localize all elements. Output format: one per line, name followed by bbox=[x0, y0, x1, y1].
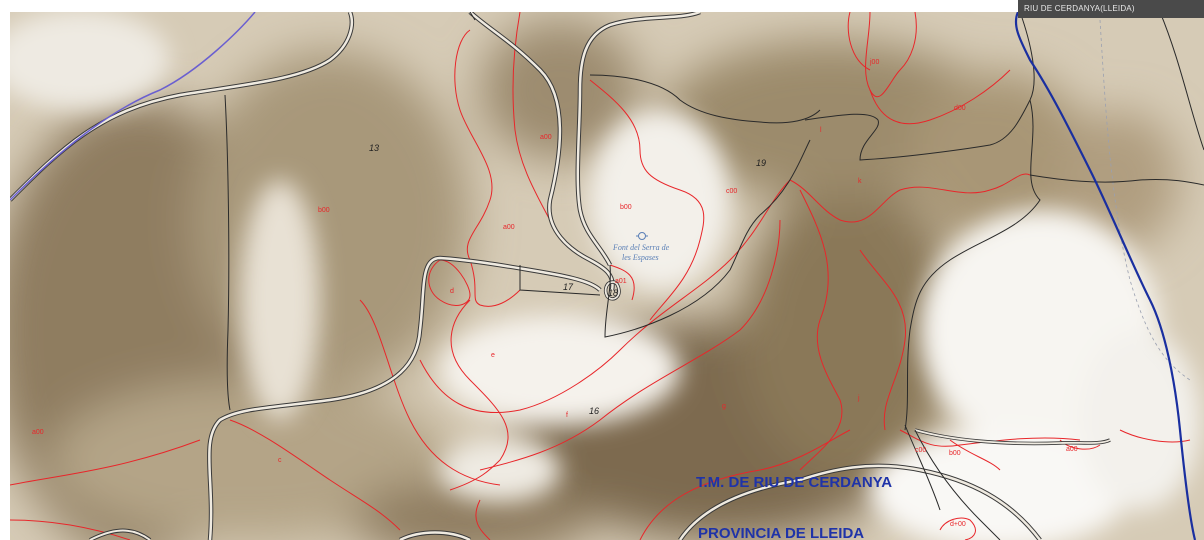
parcel-label[interactable]: 18 bbox=[608, 288, 618, 298]
map-view[interactable]: 13 19 17 18 16 a00 b00 a00 b00 c00 j00 d… bbox=[10, 12, 1204, 540]
province-label: PROVINCIA DE LLEIDA bbox=[698, 525, 864, 540]
subparcel-label[interactable]: a00 bbox=[540, 134, 552, 141]
subparcel-label[interactable]: c00 bbox=[915, 447, 926, 454]
parcel-lines bbox=[224, 12, 1204, 540]
subparcel-label[interactable]: b00 bbox=[620, 204, 632, 211]
subparcel-label[interactable]: c bbox=[278, 457, 282, 464]
admin-boundaries bbox=[10, 12, 1197, 540]
subparcel-label[interactable]: l bbox=[820, 127, 822, 134]
subparcel-label[interactable]: d bbox=[450, 288, 454, 295]
layer-name-label: RIU DE CERDANYA(LLEIDA) bbox=[1018, 0, 1204, 18]
subparcel-label[interactable]: a00 bbox=[32, 429, 44, 436]
subparcel-label[interactable]: k bbox=[858, 178, 862, 185]
subparcel-label[interactable]: b00 bbox=[318, 207, 330, 214]
subparcel-label[interactable]: c00 bbox=[726, 188, 737, 195]
subparcel-label[interactable]: a01 bbox=[615, 278, 627, 285]
parcel-label[interactable]: 16 bbox=[589, 406, 599, 416]
dashed-trail bbox=[1099, 19, 1191, 381]
subparcel-label[interactable]: d00 bbox=[954, 105, 966, 112]
spring-name-line2: les Espases bbox=[622, 253, 659, 262]
municipality-label: T.M. DE RIU DE CERDANYA bbox=[696, 474, 892, 491]
spring-icon[interactable] bbox=[636, 232, 648, 240]
parcel-label[interactable]: 19 bbox=[756, 158, 766, 168]
subparcel-lines bbox=[10, 12, 1191, 540]
subparcel-label[interactable]: b00 bbox=[949, 450, 961, 457]
subparcel-label[interactable]: d+00 bbox=[950, 521, 966, 528]
road-network bbox=[10, 12, 1111, 540]
subparcel-label[interactable]: j00 bbox=[869, 59, 879, 66]
subparcel-label[interactable]: g bbox=[722, 403, 726, 410]
top-margin bbox=[0, 0, 1204, 12]
subparcel-label[interactable]: f bbox=[566, 412, 568, 419]
parcel-label[interactable]: 13 bbox=[369, 143, 379, 153]
parcel-label[interactable]: 17 bbox=[563, 282, 574, 292]
spring-name-line1: Font del Serra de bbox=[612, 243, 670, 252]
map-canvas[interactable]: 13 19 17 18 16 a00 b00 a00 b00 c00 j00 d… bbox=[10, 12, 1204, 540]
subparcel-label[interactable]: e bbox=[491, 352, 495, 359]
subparcel-label[interactable]: a00 bbox=[1066, 446, 1078, 453]
subparcel-label[interactable]: j bbox=[857, 395, 860, 402]
hillshade-relief bbox=[10, 12, 1204, 540]
subparcel-label[interactable]: a00 bbox=[503, 224, 515, 231]
